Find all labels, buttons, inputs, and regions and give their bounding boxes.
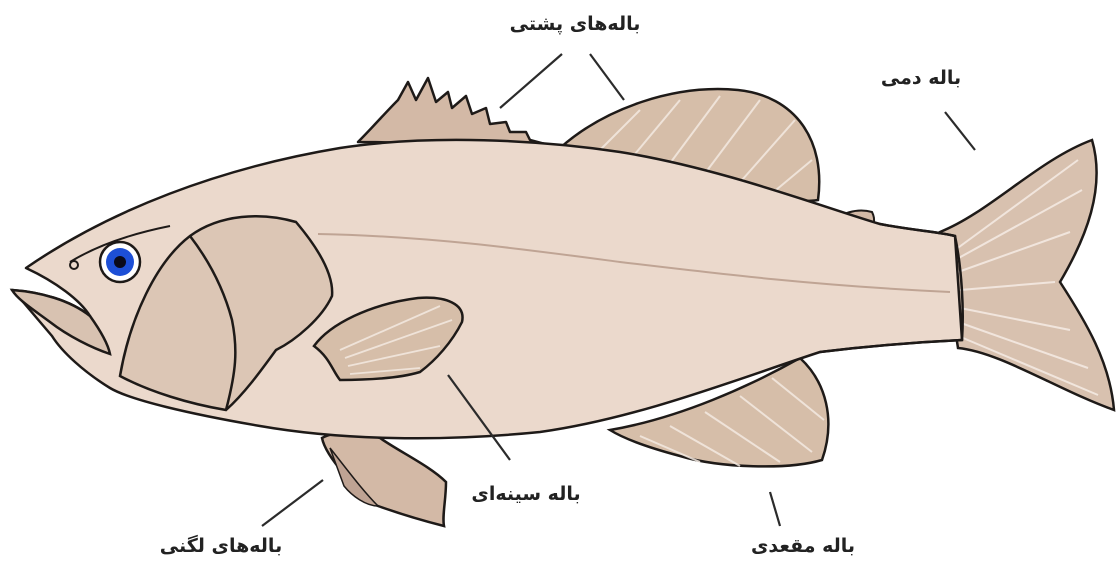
eye-icon	[100, 242, 140, 282]
pelvic-fin	[322, 433, 446, 526]
caudal-fin	[940, 140, 1114, 410]
spiny-dorsal-fin	[358, 78, 560, 148]
leader-caudal	[945, 112, 975, 150]
leader-pelvic	[262, 480, 323, 526]
label-caudal-fin: باله دمی	[881, 67, 961, 89]
label-pectoral-fin: باله سینه‌ای	[471, 483, 580, 505]
leader-anal	[770, 492, 780, 526]
label-dorsal-fins: باله‌های پشتی	[510, 13, 641, 35]
label-anal-fin: باله مقعدی	[751, 535, 855, 557]
label-pelvic-fins: باله‌های لگنی	[160, 534, 282, 557]
leader-dorsal-soft	[590, 54, 624, 100]
leader-dorsal-spiny	[500, 54, 562, 108]
